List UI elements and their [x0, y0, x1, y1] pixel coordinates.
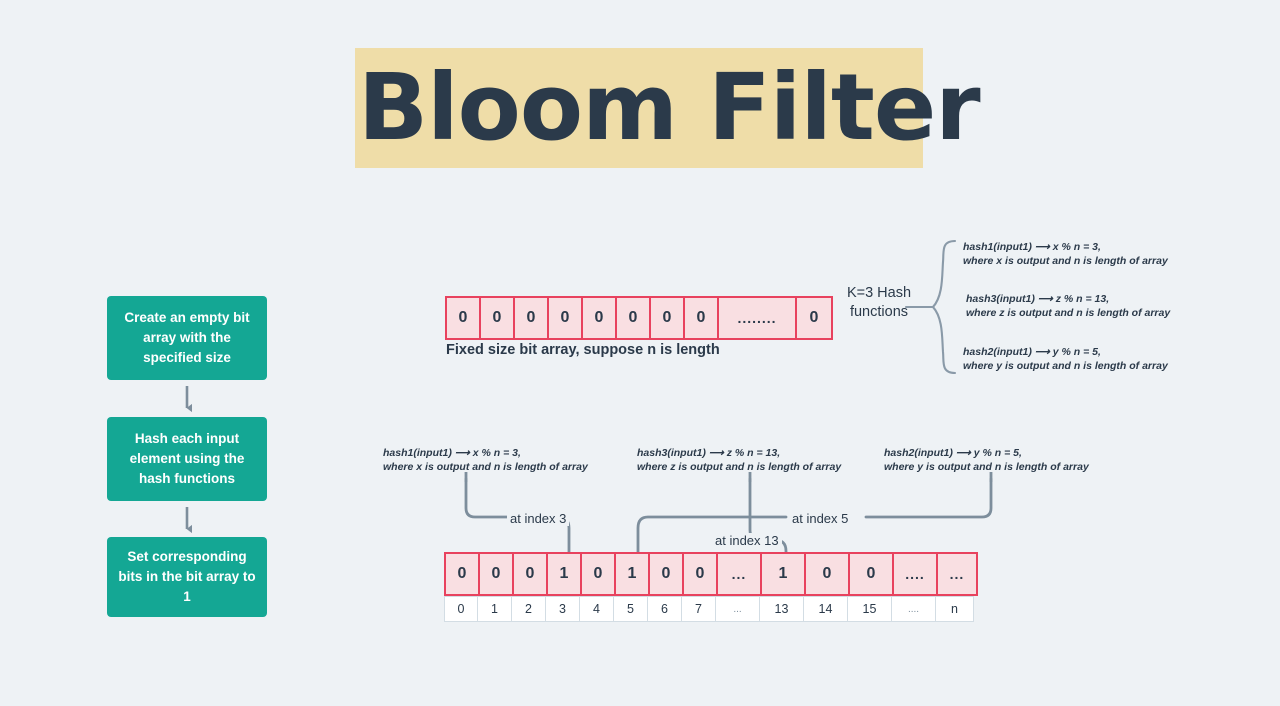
callout-at-index-13: at index 13: [712, 533, 782, 548]
lower-hash-formula-3: hash2(input1) ⟶ y % n = 5, where y is ou…: [884, 446, 1089, 474]
hash-legend-function-2: hash3(input1) ⟶ z % n = 13, where z is o…: [966, 292, 1170, 320]
bottom-index-cell-9: 13: [760, 596, 804, 622]
lower-hash-formula-2-line1: hash3(input1) ⟶ z % n = 13,: [637, 447, 781, 459]
page-title: Bloom Filter: [358, 54, 981, 161]
lower-hash-formula-2-line2: where z is output and n is length of arr…: [637, 461, 842, 473]
bottom-bit-cell-2: 0: [514, 554, 548, 594]
hash-legend-title: K=3 Hash functions: [836, 284, 922, 322]
hash-legend-title-line2: functions: [849, 304, 909, 320]
hash-legend-function-2-line1: hash3(input1) ⟶ z % n = 13,: [966, 293, 1110, 305]
bottom-bit-cell-7: 0: [684, 554, 718, 594]
bottom-bit-cell-4: 0: [582, 554, 616, 594]
connector-hash2-to-index5: [636, 477, 993, 563]
lower-hash-formula-2: hash3(input1) ⟶ z % n = 13, where z is o…: [637, 446, 841, 474]
top-bit-cell-9: 0: [797, 298, 831, 338]
top-bit-cell-0: 0: [447, 298, 481, 338]
top-bit-cell-1: 0: [481, 298, 515, 338]
flow-step-set-bits: Set corresponding bits in the bit array …: [107, 537, 267, 617]
hash-legend-function-1: hash1(input1) ⟶ x % n = 3, where x is ou…: [963, 240, 1168, 268]
lower-hash-formula-1: hash1(input1) ⟶ x % n = 3, where x is ou…: [383, 446, 588, 474]
top-bit-cell-6: 0: [651, 298, 685, 338]
lower-hash-formula-1-line1: hash1(input1) ⟶ x % n = 3,: [383, 447, 521, 459]
connector-hash3-stem: [748, 477, 767, 541]
bottom-bit-cell-9: 1: [762, 554, 806, 594]
bottom-bit-cell-11: 0: [850, 554, 894, 594]
top-bit-cell-2: 0: [515, 298, 549, 338]
bottom-index-cell-13: n: [936, 596, 974, 622]
lower-hash-formula-3-line1: hash2(input1) ⟶ y % n = 5,: [884, 447, 1022, 459]
top-bit-cell-7: 0: [685, 298, 719, 338]
bottom-bit-cell-13: ...: [938, 554, 976, 594]
bottom-bit-cell-1: 0: [480, 554, 514, 594]
bottom-index-cell-12: ....: [892, 596, 936, 622]
hash-legend-function-1-line2: where x is output and n is length of arr…: [963, 255, 1168, 267]
bottom-index-cell-4: 4: [580, 596, 614, 622]
flow-step-hash-input: Hash each input element using the hash f…: [107, 417, 267, 501]
title-banner: [355, 48, 923, 168]
bottom-index-cell-5: 5: [614, 596, 648, 622]
bottom-bit-cell-10: 0: [806, 554, 850, 594]
top-bit-cell-4: 0: [583, 298, 617, 338]
bottom-index-cell-0: 0: [444, 596, 478, 622]
hash-legend-function-2-line2: where z is output and n is length of arr…: [966, 307, 1171, 319]
bottom-bit-cell-3: 1: [548, 554, 582, 594]
bottom-index-cell-10: 14: [804, 596, 848, 622]
bottom-bit-cell-0: 0: [446, 554, 480, 594]
flow-step-create-bit-array: Create an empty bit array with the speci…: [107, 296, 267, 380]
bottom-bit-cell-5: 1: [616, 554, 650, 594]
lower-hash-formula-3-line2: where y is output and n is length of arr…: [884, 461, 1089, 473]
bottom-bit-cell-12: ....: [894, 554, 938, 594]
bottom-index-cell-11: 15: [848, 596, 892, 622]
bottom-bit-cell-8: ...: [718, 554, 762, 594]
top-bit-cell-8: ........: [719, 298, 797, 338]
hash-legend-function-3: hash2(input1) ⟶ y % n = 5, where y is ou…: [963, 345, 1168, 373]
top-bit-cell-5: 0: [617, 298, 651, 338]
bottom-index-cell-6: 6: [648, 596, 682, 622]
hash-legend-function-3-line2: where y is output and n is length of arr…: [963, 360, 1168, 372]
lower-hash-formula-1-line2: where x is output and n is length of arr…: [383, 461, 588, 473]
hash-legend-function-1-line1: hash1(input1) ⟶ x % n = 3,: [963, 241, 1101, 253]
hash-formula-stems-icon: [464, 472, 993, 482]
hash-legend-title-line1: K=3 Hash: [846, 285, 912, 301]
bottom-index-cell-1: 1: [478, 596, 512, 622]
bottom-index-cell-2: 2: [512, 596, 546, 622]
bottom-bit-cell-6: 0: [650, 554, 684, 594]
top-bit-cell-3: 0: [549, 298, 583, 338]
hash-legend-function-3-line1: hash2(input1) ⟶ y % n = 5,: [963, 346, 1101, 358]
callout-at-index-5: at index 5: [789, 511, 852, 526]
top-bit-array-caption: Fixed size bit array, suppose n is lengt…: [446, 342, 720, 358]
hash-legend-brace-icon: [904, 239, 957, 375]
callout-at-index-3: at index 3: [507, 511, 570, 526]
bottom-index-cell-8: ...: [716, 596, 760, 622]
bottom-index-cell-3: 3: [546, 596, 580, 622]
bottom-index-cell-7: 7: [682, 596, 716, 622]
